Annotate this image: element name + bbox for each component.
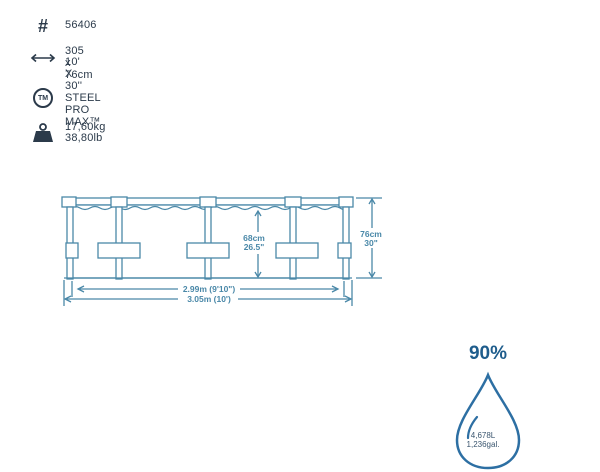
- total-height-in: 30": [364, 238, 378, 248]
- total-height-cm: 76cm: [360, 229, 382, 239]
- model-number: 56406: [65, 19, 97, 31]
- leg-clamp: [65, 242, 79, 259]
- outer-width-label: 3.05m (10'): [187, 294, 231, 304]
- spec-brand: TM STEEL PRO MAX™: [28, 86, 100, 128]
- joint-cap: [199, 196, 217, 208]
- dimensions-metric: 305 x 76cm: [65, 45, 93, 81]
- capacity-gallons: 1,236gal.: [466, 440, 500, 449]
- water-height-in: 26.5": [244, 242, 265, 252]
- spec-model: # 56406: [28, 14, 96, 38]
- weight-icon: [28, 121, 58, 145]
- spec-weight: 17,60kg 38,80lb: [28, 118, 105, 145]
- leg-clamp: [186, 242, 230, 259]
- dimensions-imperial: 10' X 30'': [65, 56, 83, 92]
- capacity-liters: 4,678L: [470, 431, 496, 440]
- joint-cap: [338, 196, 354, 208]
- inner-width-label: 2.99m (9'10"): [183, 284, 236, 294]
- weight-lb: 38,80lb: [65, 132, 103, 144]
- leg-clamp: [97, 242, 141, 259]
- fill-percent: 90%: [468, 343, 508, 364]
- joint-cap: [284, 196, 302, 208]
- water-height-cm: 68cm: [243, 233, 265, 243]
- joint-cap: [61, 196, 77, 208]
- hash-icon: #: [37, 16, 48, 36]
- spec-dimensions: 305 x 76cm 10' X 30'': [28, 44, 93, 92]
- trademark-icon: TM: [28, 86, 58, 110]
- leg-clamp: [275, 242, 319, 259]
- width-arrow-icon: [28, 46, 58, 70]
- weight-kg: 17,60kg: [65, 121, 106, 133]
- joint-cap: [110, 196, 128, 208]
- brand-name: STEEL PRO MAX™: [65, 92, 101, 128]
- leg-clamp: [337, 242, 352, 259]
